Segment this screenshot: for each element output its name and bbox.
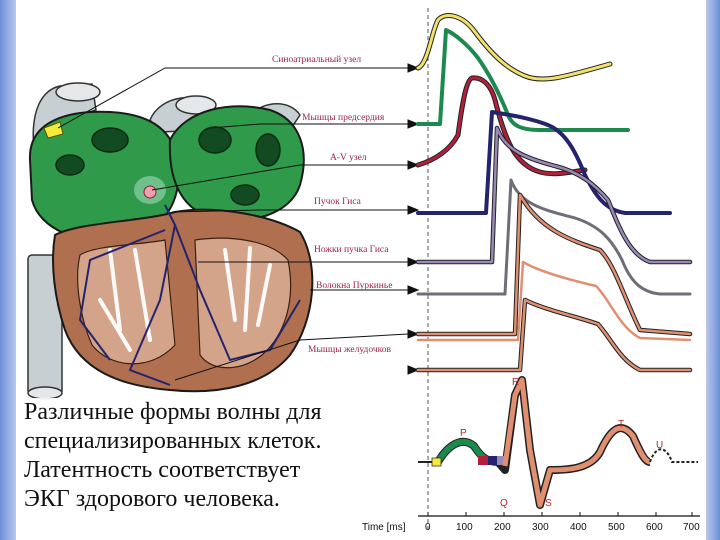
ecg-u-wave bbox=[650, 449, 698, 462]
heart-illustration bbox=[28, 83, 312, 399]
ecg-waveform: P Q R S T U Time [ms] 0 100 200 300 400 … bbox=[362, 377, 700, 533]
ecg-sa-segment bbox=[432, 458, 441, 466]
trace-ventricular-2 bbox=[418, 262, 690, 340]
ecg-label-q: Q bbox=[500, 498, 508, 509]
label-purkinje: Волокна Пуркинье bbox=[316, 281, 392, 291]
ecg-label-p: P bbox=[460, 428, 467, 439]
av-node-marker bbox=[144, 186, 156, 198]
trace-atrial-muscle bbox=[418, 30, 628, 130]
ecg-label-t: T bbox=[618, 419, 624, 430]
tick-700: 700 bbox=[683, 522, 700, 533]
label-sa-node: Синоатриальный узел bbox=[272, 54, 361, 65]
tick-500: 500 bbox=[608, 522, 625, 533]
trace-bundle-branches bbox=[418, 128, 690, 262]
trace-purkinje bbox=[418, 180, 690, 294]
ecg-axis-label: Time [ms] bbox=[362, 522, 406, 533]
label-atrial-muscle: Мышцы предсердия bbox=[302, 113, 385, 123]
tick-200: 200 bbox=[494, 522, 511, 533]
ecg-ticks: 0 100 200 300 400 500 600 700 bbox=[425, 512, 700, 533]
label-bundle-branches: Ножки пучка Гиса bbox=[314, 245, 389, 255]
label-his-bundle: Пучок Гиса bbox=[314, 197, 362, 207]
label-ventricular-muscle: Мышцы желудочков bbox=[308, 345, 392, 355]
action-potential-traces bbox=[418, 16, 690, 370]
caption-line-2: специализированных клеток. bbox=[24, 427, 384, 456]
label-av-node: A-V узел bbox=[330, 153, 367, 163]
ecg-label-u: U bbox=[656, 440, 663, 451]
tick-0: 0 bbox=[425, 522, 431, 533]
caption-line-3: Латентность соответствует bbox=[24, 456, 384, 485]
ecg-av-segment bbox=[478, 456, 488, 465]
tick-400: 400 bbox=[570, 522, 587, 533]
caption-line-1: Различные формы волны для bbox=[24, 398, 384, 427]
caption: Различные формы волны для специализирова… bbox=[24, 398, 384, 514]
tick-300: 300 bbox=[532, 522, 549, 533]
caption-line-4: ЭКГ здорового человека. bbox=[24, 485, 384, 514]
tick-100: 100 bbox=[456, 522, 473, 533]
trace-ventricular-1 bbox=[418, 195, 690, 334]
ecg-label-s: S bbox=[545, 498, 552, 509]
ecg-his-segment bbox=[488, 456, 497, 465]
ecg-label-r: R bbox=[512, 377, 519, 388]
tick-600: 600 bbox=[646, 522, 663, 533]
